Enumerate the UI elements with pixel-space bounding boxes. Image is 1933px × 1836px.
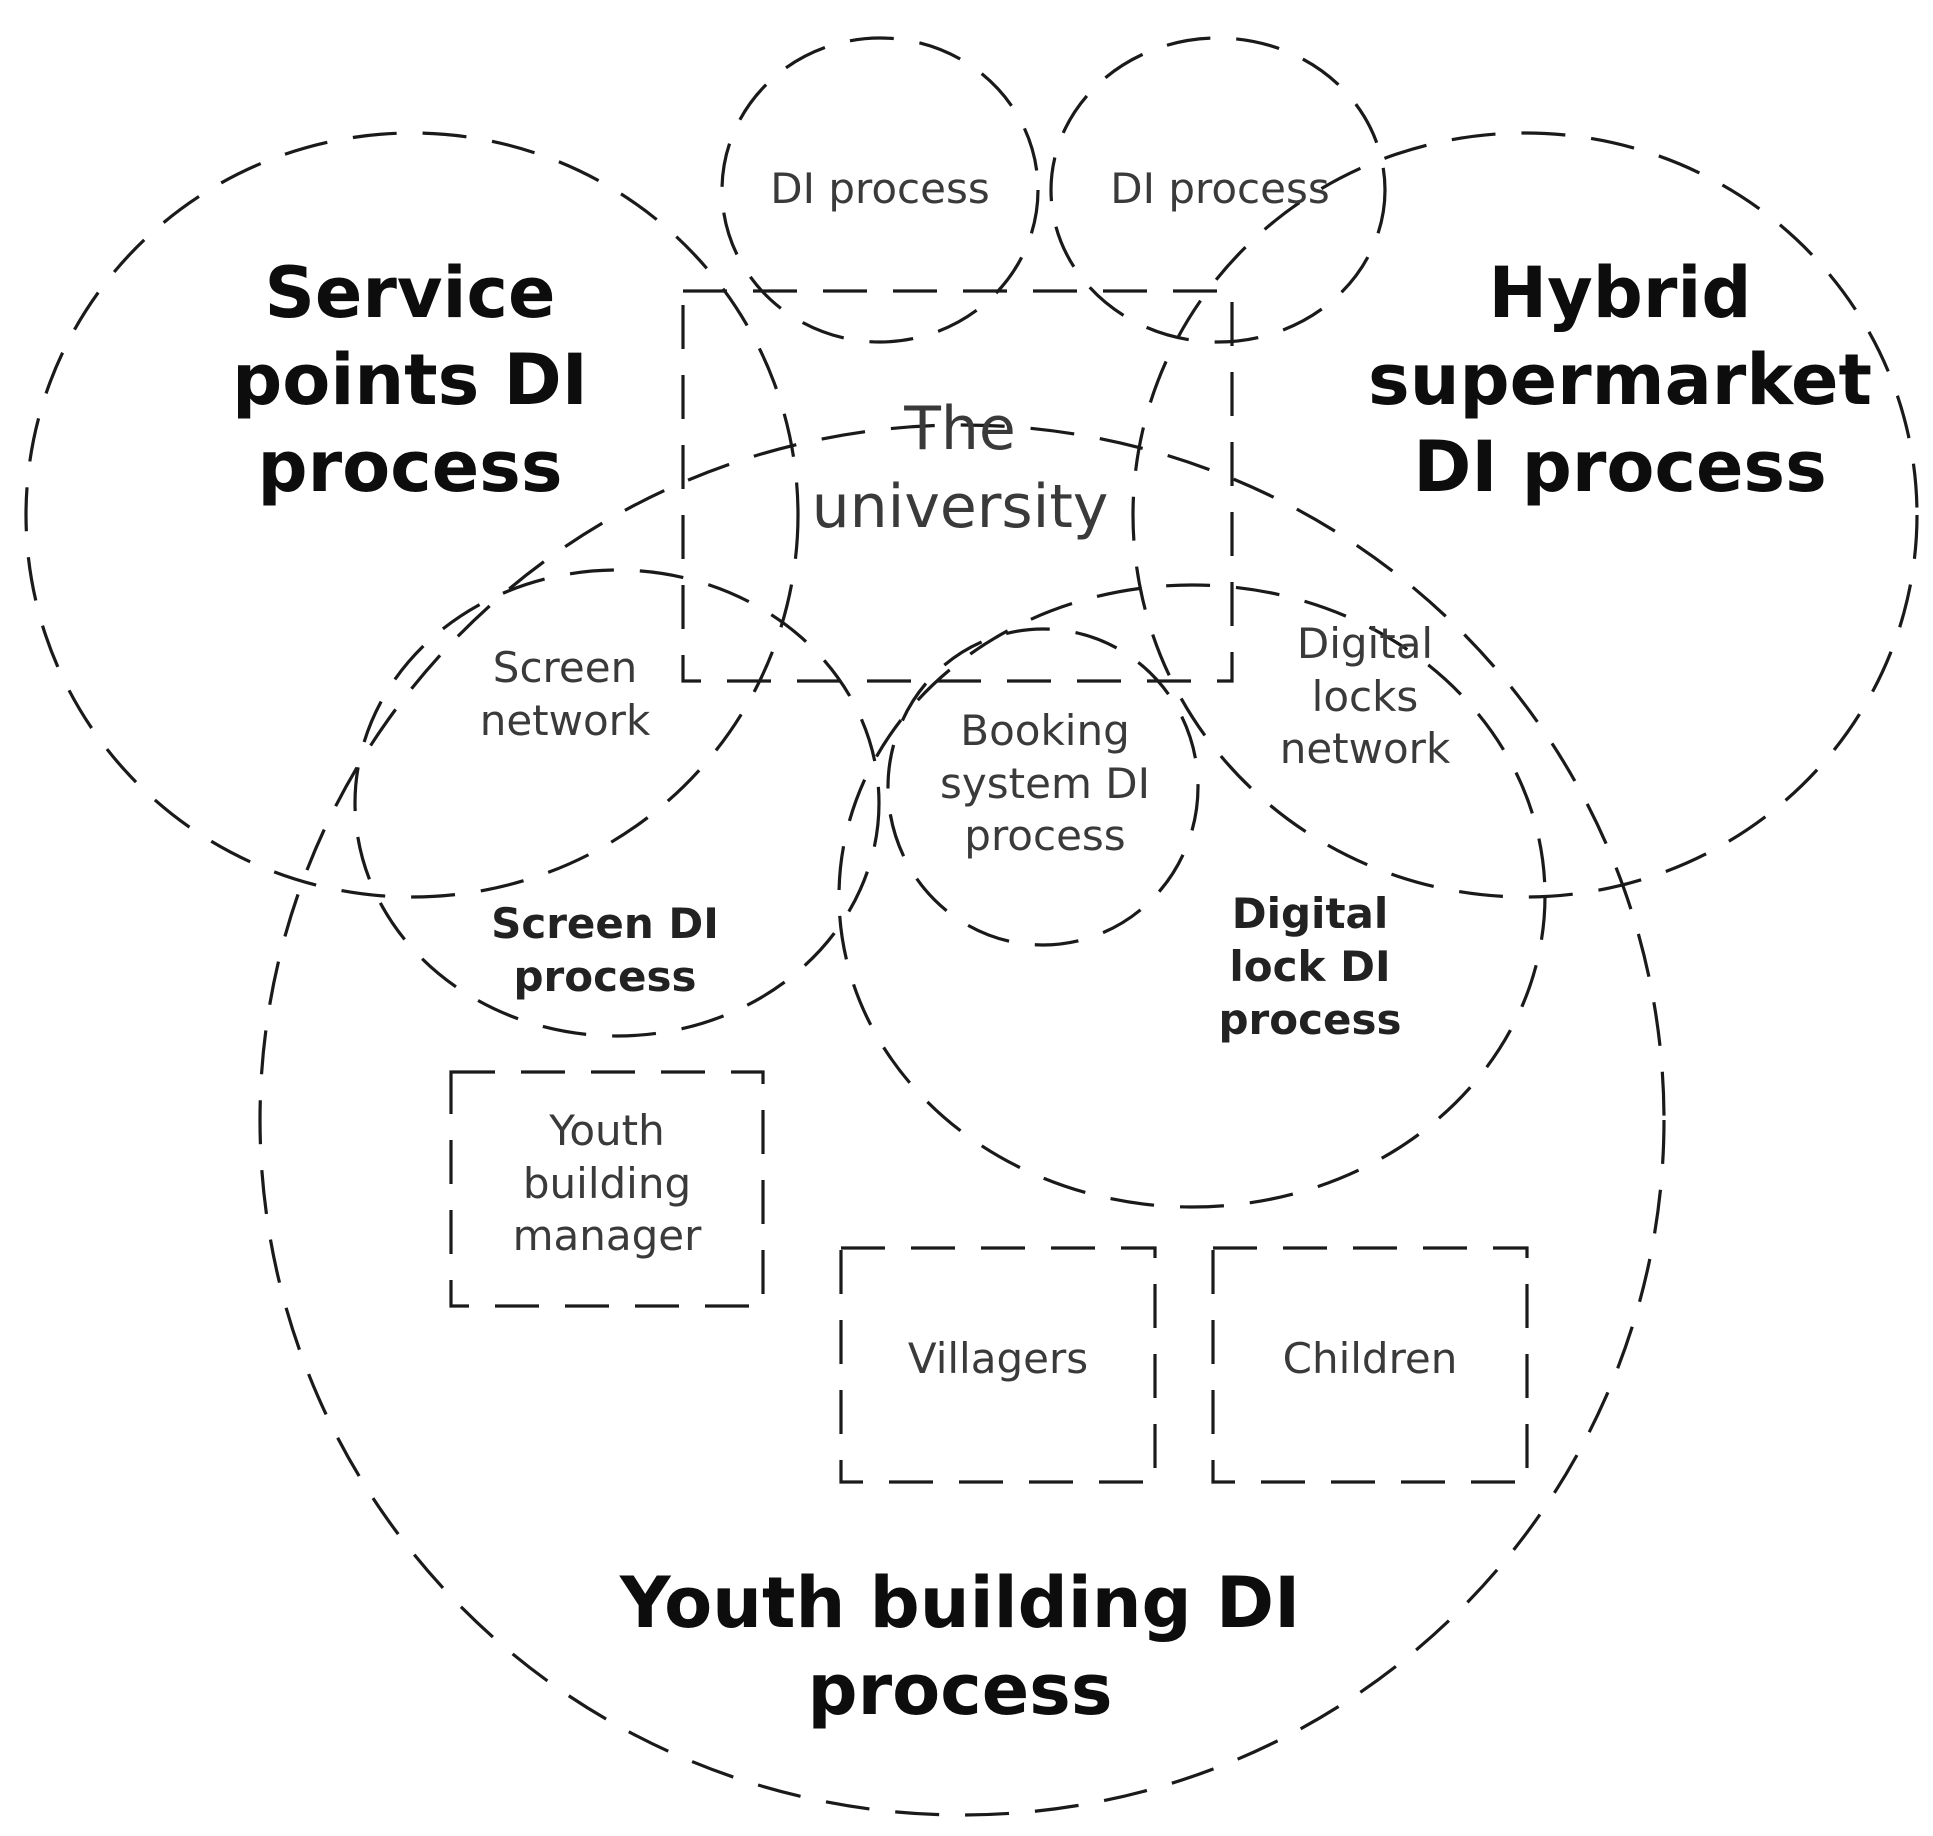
digital-lock-di-process-region bbox=[837, 583, 1547, 1209]
youth-building-di-process-region bbox=[258, 423, 1666, 1817]
screen-di-process-region bbox=[353, 568, 881, 1038]
booking-system-region bbox=[886, 627, 1200, 947]
di-process-left-region bbox=[720, 36, 1040, 344]
screen-network-label: Screen network bbox=[479, 643, 651, 745]
di-process-left-label: DI process bbox=[770, 164, 990, 213]
hybrid-supermarket-di-process-label: Hybrid supermarket DI process bbox=[1368, 252, 1872, 508]
booking-system-label: Booking system DI process bbox=[940, 706, 1150, 860]
villagers-box bbox=[839, 1246, 1157, 1484]
youth-building-di-process-label: Youth building DI process bbox=[619, 1562, 1301, 1731]
screen-di-process-label: Screen DI process bbox=[491, 899, 719, 1001]
youth-building-manager-label: Youth building manager bbox=[512, 1106, 702, 1260]
children-label: Children bbox=[1282, 1334, 1458, 1383]
villagers-label: Villagers bbox=[907, 1334, 1089, 1383]
university-box bbox=[681, 289, 1234, 683]
hybrid-supermarket-di-process-region bbox=[1131, 131, 1919, 899]
di-process-right-region bbox=[1049, 36, 1387, 344]
di-process-right-label: DI process bbox=[1110, 164, 1330, 213]
digital-lock-di-process-label: Digital lock DI process bbox=[1218, 889, 1402, 1044]
children-box bbox=[1211, 1246, 1529, 1484]
service-points-di-process-region bbox=[24, 131, 800, 899]
youth-building-manager-box bbox=[449, 1070, 765, 1308]
service-points-di-process-label: Service points DI process bbox=[232, 252, 588, 508]
university-label: The university bbox=[811, 394, 1109, 542]
digital-locks-network-label: Digital locks network bbox=[1279, 619, 1451, 773]
